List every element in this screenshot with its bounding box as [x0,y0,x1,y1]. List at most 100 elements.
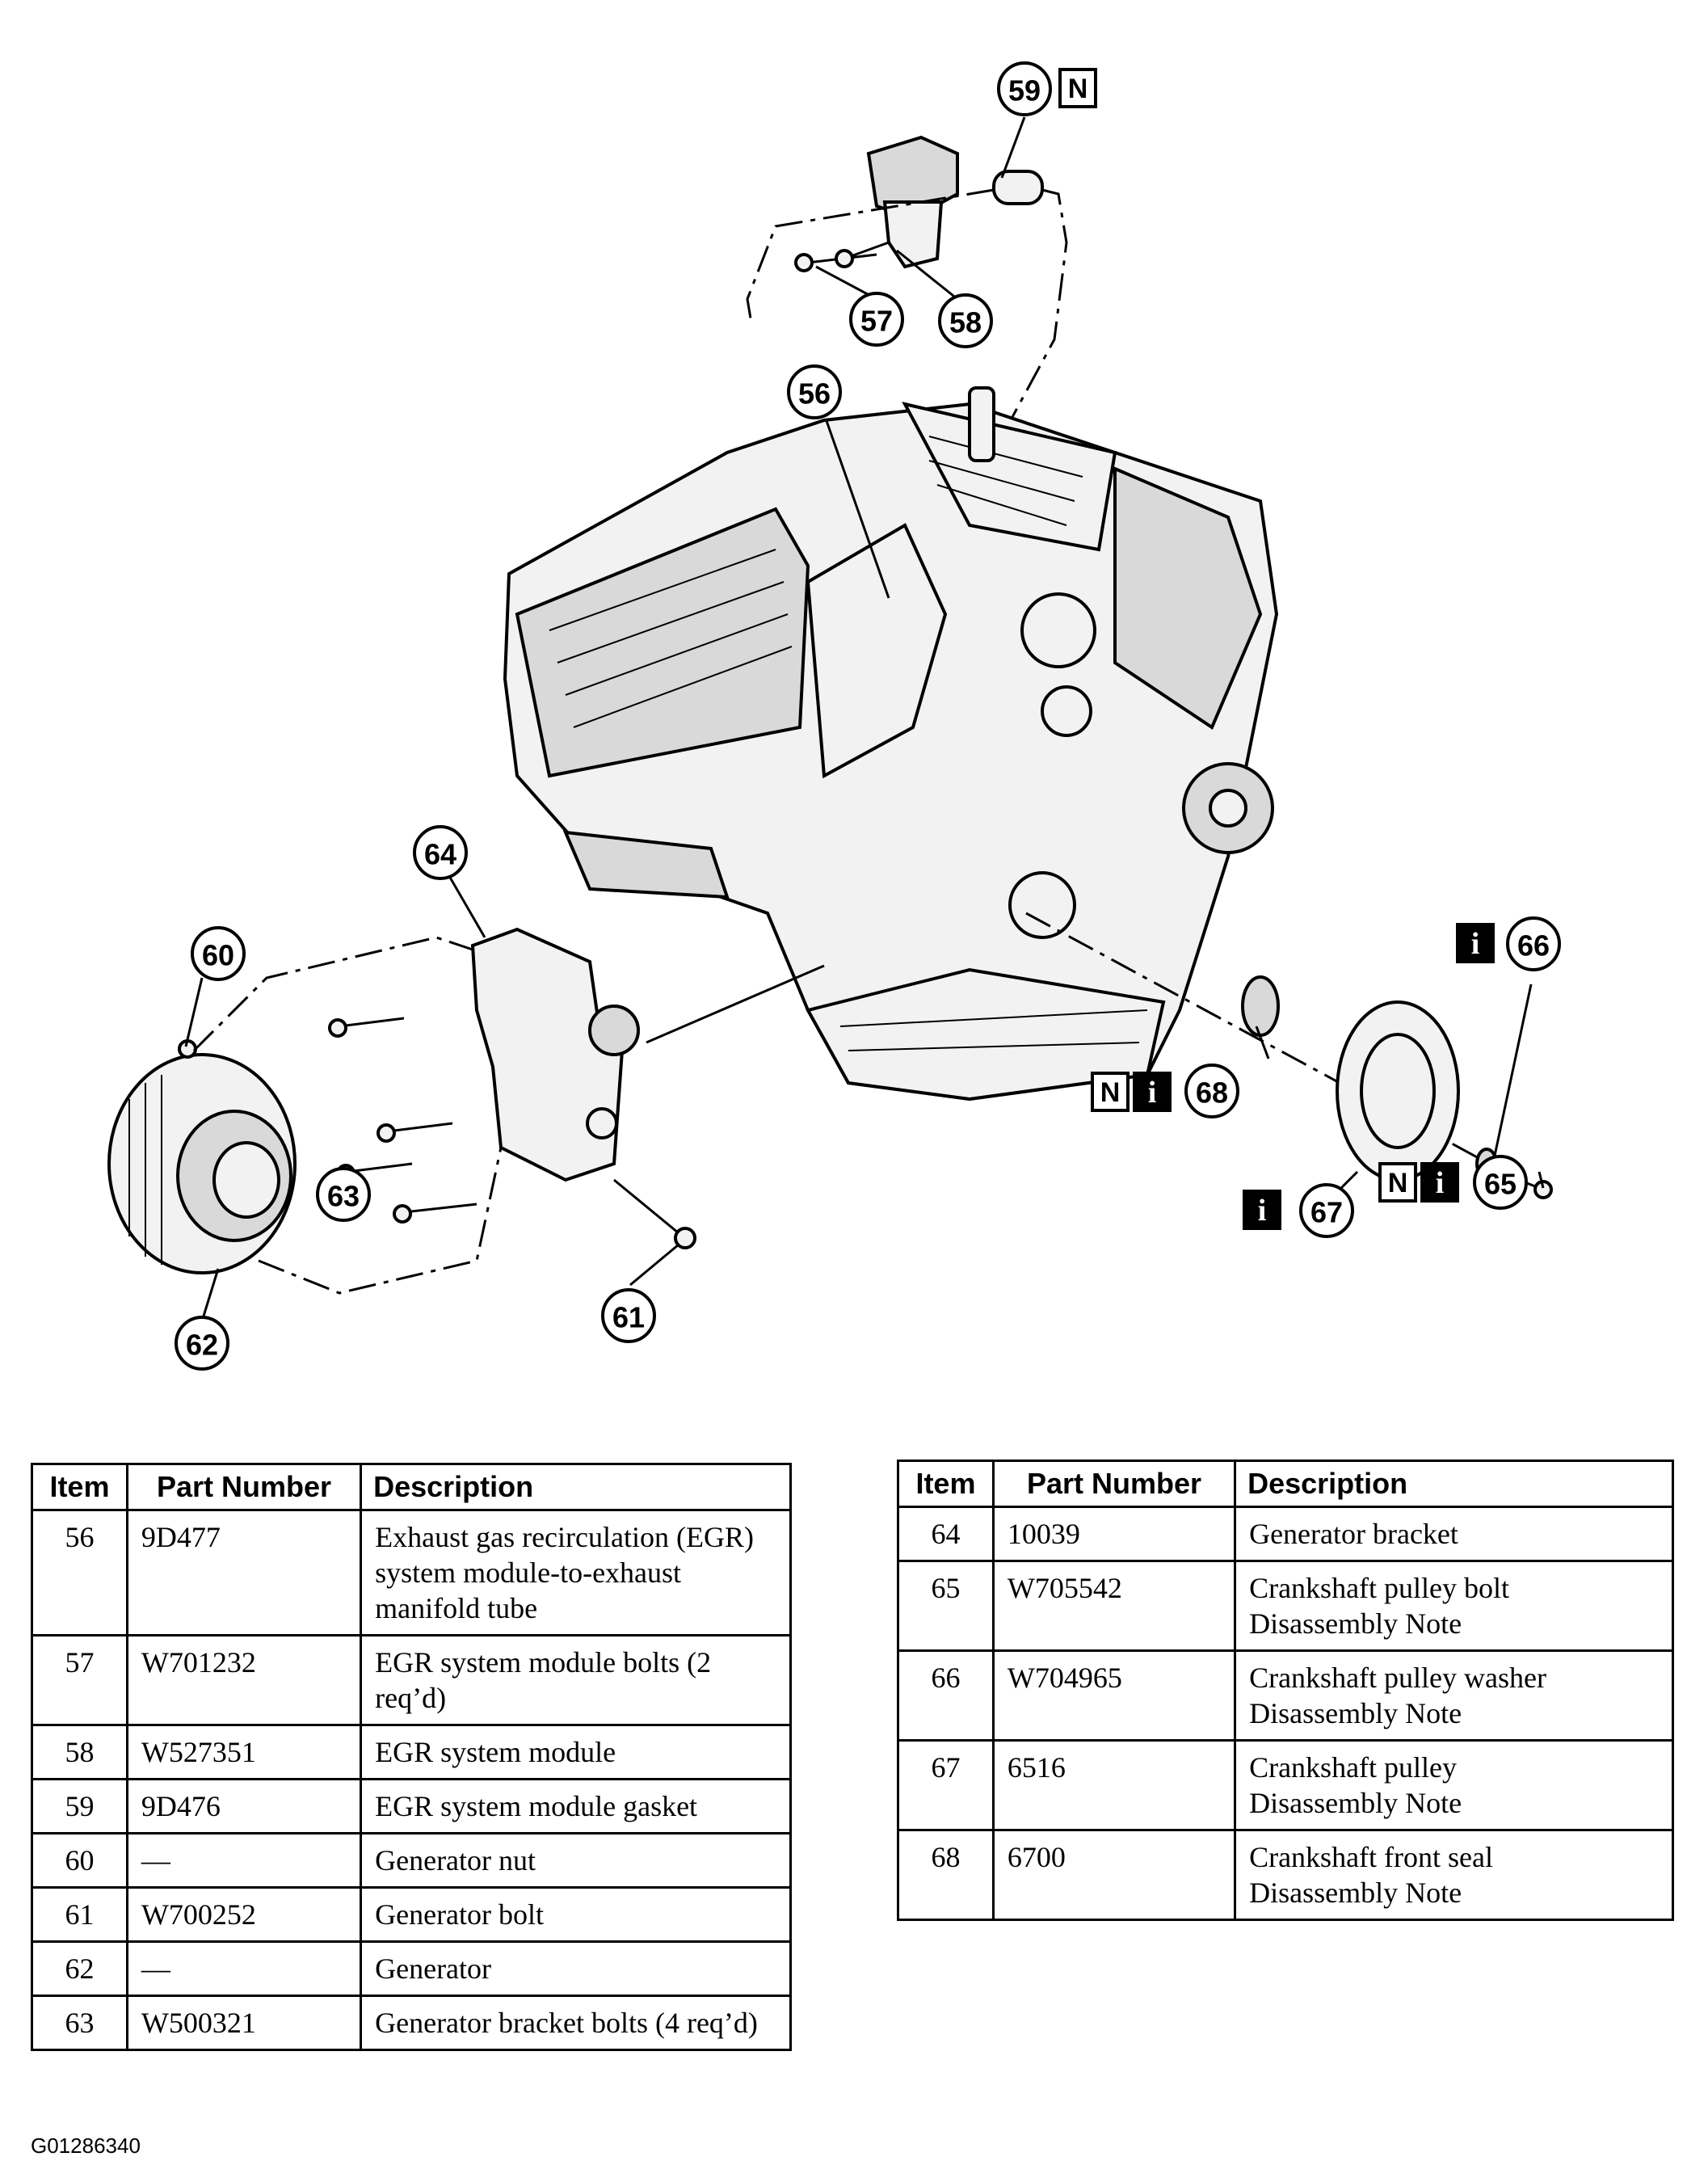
column-header-part-number: Part Number [991,1460,1237,1508]
callout-56-label: 56 [798,377,831,411]
disassembly-note-link[interactable]: Disassembly Note [1249,1697,1462,1729]
item-cell: 66 [897,1649,995,1742]
callout-67: i 67 [1243,1183,1354,1238]
info-flag: i [1148,1076,1157,1110]
callout-61-label: 61 [612,1301,645,1334]
description-text: Crankshaft pulley washer [1249,1662,1546,1694]
description-cell: EGR system module gasket [360,1778,792,1834]
item-cell: 68 [897,1829,995,1921]
item-cell: 64 [897,1506,995,1562]
callout-56: 56 [787,364,842,419]
item-cell: 58 [31,1724,128,1780]
disassembly-note-link[interactable]: Disassembly Note [1249,1607,1462,1640]
callout-59: 59 N [997,61,1097,116]
figure-id: G01286340 [31,2134,141,2158]
description-cell: Generator [360,1940,792,1997]
generator-illustration [107,936,503,1295]
callout-62: 62 [175,1316,229,1371]
description-cell: EGR system module bolts (2 req’d) [360,1634,792,1726]
item-cell: 67 [897,1739,995,1831]
callout-60: 60 [191,926,246,981]
callout-65-label: 65 [1484,1168,1517,1201]
item-cell: 62 [31,1940,128,1997]
description-cell: Generator bracket bolts (4 req’d) [360,1995,792,2051]
exploded-view-diagram: 59 N 57 58 56 64 60 63 62 61 N i 68 [107,61,1561,1371]
table-row: 62—Generator [31,1940,792,1997]
item-cell: 59 [31,1778,128,1834]
callout-60-label: 60 [202,939,234,972]
description-cell: Generator bracket [1234,1506,1674,1562]
part-number-cell: W704965 [991,1649,1237,1742]
callout-63-label: 63 [327,1180,360,1213]
description-cell: Generator nut [360,1832,792,1889]
table-row: 60—Generator nut [31,1832,792,1889]
table-header-row: Item Part Number Description [897,1460,1674,1508]
part-number-cell: 9D477 [125,1509,363,1636]
description-cell: Generator bolt [360,1886,792,1943]
disassembly-note-link[interactable]: Disassembly Note [1249,1877,1462,1909]
part-number-cell: — [125,1832,363,1889]
disassembly-note-link[interactable]: Disassembly Note [1249,1787,1462,1819]
description-text: Crankshaft front seal [1249,1841,1493,1873]
info-flag: i [1258,1194,1267,1228]
callout-59-label: 59 [1008,74,1041,107]
callout-64: 64 [413,825,468,880]
part-number-cell: 10039 [991,1506,1237,1562]
item-cell: 57 [31,1634,128,1726]
item-cell: 61 [31,1886,128,1943]
engine-illustration [503,386,1279,1102]
part-number-cell: W500321 [125,1995,363,2051]
callout-57: 57 [849,292,904,347]
egr-module-illustration [746,135,1068,534]
new-part-flag: N [1100,1077,1121,1108]
callout-58-label: 58 [949,306,982,339]
part-number-cell: W700252 [125,1886,363,1943]
callout-58: 58 [938,293,993,348]
part-number-cell: — [125,1940,363,1997]
column-header-description: Description [1234,1460,1674,1508]
generator-bracket-illustration [470,927,825,1182]
callout-62-label: 62 [186,1329,218,1362]
item-cell: 60 [31,1832,128,1889]
description-text: Generator bracket [1249,1518,1458,1550]
part-number-cell: 9D476 [125,1778,363,1834]
column-header-item: Item [897,1460,995,1508]
description-cell: Exhaust gas recirculation (EGR) system m… [360,1509,792,1636]
info-flag: i [1471,927,1480,961]
description-cell: EGR system module [360,1724,792,1780]
info-flag: i [1436,1166,1445,1200]
callout-64-label: 64 [424,838,456,871]
item-cell: 56 [31,1509,128,1636]
part-number-cell: W527351 [125,1724,363,1780]
table-header-row: Item Part Number Description [31,1463,792,1511]
callout-63: 63 [316,1167,371,1222]
callout-67-label: 67 [1310,1196,1343,1229]
part-number-cell: W701232 [125,1634,363,1726]
new-part-flag: N [1068,74,1088,104]
callout-65: N i 65 [1378,1155,1528,1210]
callout-57-label: 57 [860,305,893,338]
description-text: Crankshaft pulley bolt [1249,1572,1510,1604]
new-part-flag: N [1388,1168,1408,1198]
column-header-description: Description [360,1463,792,1511]
callout-68-label: 68 [1196,1076,1228,1110]
callout-66-label: 66 [1517,929,1550,963]
part-number-cell: 6516 [991,1739,1237,1831]
part-number-cell: 6700 [991,1829,1237,1921]
callout-68: N i 68 [1091,1064,1239,1118]
